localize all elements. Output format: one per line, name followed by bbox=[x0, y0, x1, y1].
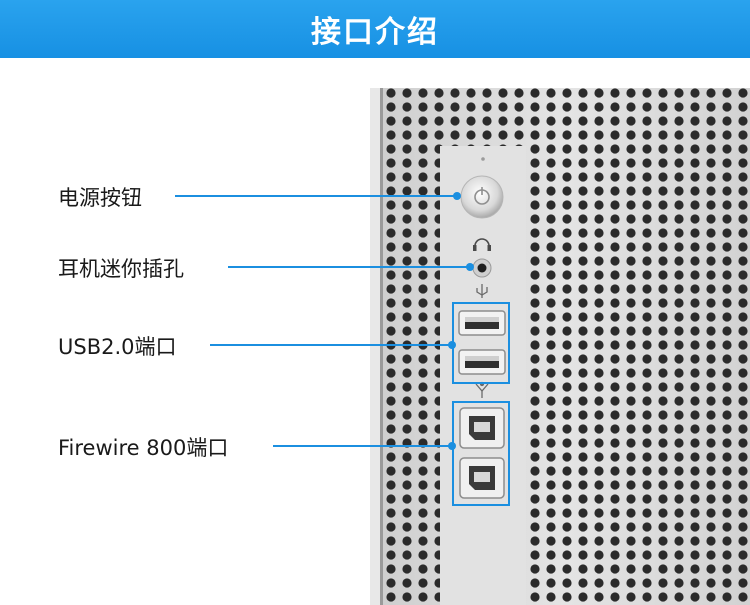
callout-headphone-label: 耳机迷你插孔 bbox=[58, 257, 184, 281]
firewire-leader-dot bbox=[448, 442, 456, 450]
mac-pro-front-panel bbox=[370, 88, 750, 605]
case-edge-shadow bbox=[380, 88, 383, 605]
callout-firewire-label: Firewire 800端口 bbox=[58, 436, 229, 460]
page-title: 接口介绍 bbox=[311, 15, 439, 50]
headphone-leader-line bbox=[228, 266, 470, 268]
firewire-icon bbox=[475, 381, 489, 398]
product-illustration: 电源按钮 耳机迷你插孔 USB2.0端口 Firewire 800端口 bbox=[0, 58, 750, 605]
header-banner: 接口介绍 bbox=[0, 0, 750, 58]
port-strip bbox=[440, 146, 526, 605]
headphone-jack[interactable] bbox=[472, 258, 492, 278]
firewire-port[interactable] bbox=[459, 407, 505, 449]
power-leader-dot bbox=[453, 192, 461, 200]
headphone-leader-dot bbox=[466, 263, 474, 271]
usb-port[interactable] bbox=[458, 349, 506, 375]
firewire-leader-line bbox=[273, 445, 452, 447]
usb-icon bbox=[476, 284, 488, 298]
sleep-indicator-light bbox=[481, 157, 485, 161]
firewire-bracket bbox=[452, 401, 510, 506]
firewire-port[interactable] bbox=[459, 457, 505, 499]
usb-port[interactable] bbox=[458, 310, 506, 336]
callout-power-label: 电源按钮 bbox=[58, 186, 142, 210]
usb-leader-dot bbox=[448, 341, 456, 349]
callout-usb-label: USB2.0端口 bbox=[58, 335, 177, 359]
headphone-icon bbox=[473, 238, 491, 251]
usb-bracket bbox=[452, 302, 510, 384]
case-edge bbox=[370, 88, 382, 605]
perforated-grille bbox=[383, 88, 750, 605]
power-leader-line bbox=[175, 195, 457, 197]
power-icon[interactable] bbox=[460, 175, 504, 219]
usb-leader-line bbox=[210, 344, 452, 346]
